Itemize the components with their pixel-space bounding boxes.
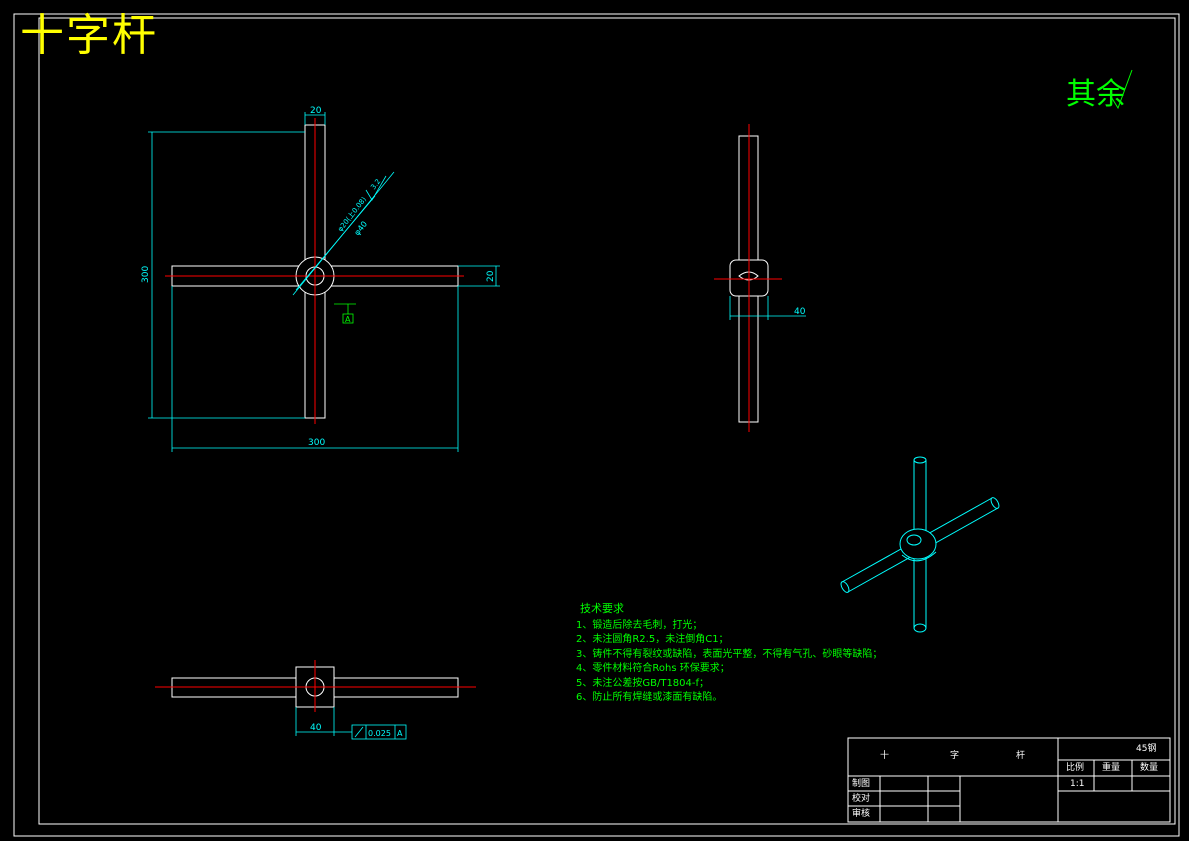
front-view xyxy=(155,660,476,740)
dim-height: 300 xyxy=(141,266,151,283)
title-block-row-check: 校对 xyxy=(852,794,871,804)
side-view xyxy=(714,124,806,432)
inner-border xyxy=(38,17,1176,825)
tech-item: 6、防止所有焊缝或漆面有缺陷。 xyxy=(576,692,723,703)
surface-finish-note: 其余 xyxy=(1066,77,1126,112)
title-block-col-qty: 数量 xyxy=(1140,763,1159,773)
tech-requirements: 技术要求 1、锻造后除去毛刺，打光； 2、未注圆角R2.5，未注倒角C1； 3、… xyxy=(576,602,882,706)
dim-arm-height: 20 xyxy=(486,270,496,282)
roughness-value: 3.2 xyxy=(369,178,382,192)
tech-item: 4、零件材料符合Rohs 环保要求； xyxy=(576,663,730,674)
side-dim-hub: 40 xyxy=(794,307,806,317)
tech-item: 1、锻造后除去毛刺，打光； xyxy=(576,619,703,631)
roughness-mark xyxy=(1109,69,1133,110)
tolerance-value: 0.025 xyxy=(368,729,391,738)
title-block-name-char: 字 xyxy=(950,751,960,761)
front-dim-hub: 40 xyxy=(310,723,322,733)
tech-item: 3、铸件不得有裂纹或缺陷，表面光平整，不得有气孔、砂眼等缺陷； xyxy=(576,648,883,660)
isometric-view xyxy=(840,456,1000,633)
tech-requirements-heading: 技术要求 xyxy=(580,602,624,615)
title-block-name-char: 杆 xyxy=(1016,751,1026,761)
title-block-row-review: 审核 xyxy=(852,809,871,819)
tech-item: 5、未注公差按GB/T1804-f； xyxy=(576,677,710,689)
title-block-scale-value: 1:1 xyxy=(1070,779,1085,789)
datum-a: A xyxy=(345,315,351,324)
dim-width: 300 xyxy=(308,438,325,448)
title-block xyxy=(847,737,1171,823)
title-block-material: 45钢 xyxy=(1136,744,1157,754)
dim-top-width: 20 xyxy=(310,106,322,116)
top-view xyxy=(148,112,500,452)
title-block-col-weight: 重量 xyxy=(1102,763,1121,773)
drawing-title: 十字杆 xyxy=(20,10,158,61)
tolerance-datum: A xyxy=(397,729,403,738)
hole-dim-2: φ40 xyxy=(352,220,369,238)
outer-border xyxy=(13,13,1180,837)
title-block-col-scale: 比例 xyxy=(1066,763,1085,773)
title-block-name-char: 十 xyxy=(880,751,890,761)
title-block-row-draw: 制图 xyxy=(852,779,871,789)
tech-item: 2、未注圆角R2.5，未注倒角C1； xyxy=(576,634,729,645)
